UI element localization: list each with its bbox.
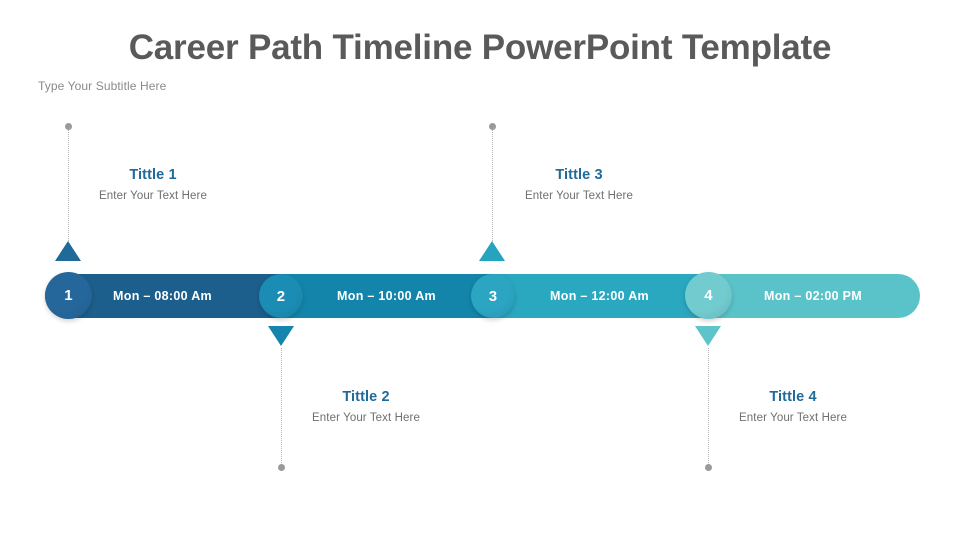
milestone-caption-2: Tittle 2 Enter Your Text Here — [286, 389, 446, 424]
milestone-title-2: Tittle 2 — [342, 389, 390, 405]
timeline-node-number-1: 1 — [64, 287, 73, 304]
timeline-segment-3[interactable]: Mon – 12:00 Am — [493, 274, 706, 318]
milestone-caption-4: Tittle 4 Enter Your Text Here — [713, 389, 873, 424]
timeline-node-number-3: 3 — [488, 287, 498, 305]
marker-triangle-down-2 — [268, 326, 294, 346]
milestone-caption-1: Tittle 1 Enter Your Text Here — [73, 167, 233, 202]
connector-line-1 — [68, 130, 69, 241]
connector-line-4 — [708, 348, 709, 465]
page-subtitle: Type Your Subtitle Here — [38, 79, 167, 93]
timeline-segment-4[interactable]: Mon – 02:00 PM — [706, 274, 920, 318]
milestone-text-4: Enter Your Text Here — [739, 412, 847, 424]
milestone-text-1: Enter Your Text Here — [99, 190, 207, 202]
connector-end-dot-3 — [489, 123, 496, 130]
page-title: Career Path Timeline PowerPoint Template — [128, 28, 832, 67]
milestone-text-2: Enter Your Text Here — [312, 412, 420, 424]
timeline-bar: Mon – 08:00 Am Mon – 10:00 Am Mon – 12:0… — [45, 274, 920, 318]
timeline-segment-2[interactable]: Mon – 10:00 Am — [280, 274, 493, 318]
timeline-segment-label-4: Mon – 02:00 PM — [764, 289, 862, 303]
connector-line-3 — [492, 130, 493, 241]
timeline-node-number-4: 4 — [704, 287, 713, 304]
marker-triangle-down-4 — [695, 326, 721, 346]
timeline-node-4[interactable]: 4 — [685, 272, 732, 319]
timeline-node-3[interactable]: 3 — [471, 274, 515, 318]
timeline-node-number-2: 2 — [276, 287, 286, 305]
milestone-caption-3: Tittle 3 Enter Your Text Here — [499, 167, 659, 202]
connector-line-2 — [281, 348, 282, 465]
milestone-title-3: Tittle 3 — [555, 167, 603, 183]
connector-end-dot-4 — [705, 464, 712, 471]
marker-triangle-up-1 — [55, 241, 81, 261]
timeline-node-1[interactable]: 1 — [45, 272, 92, 319]
timeline-node-2[interactable]: 2 — [259, 274, 303, 318]
timeline-segment-label-3: Mon – 12:00 Am — [550, 289, 649, 303]
marker-triangle-up-3 — [479, 241, 505, 261]
milestone-title-4: Tittle 4 — [769, 389, 817, 405]
milestone-title-1: Tittle 1 — [129, 167, 177, 183]
timeline-segment-label-2: Mon – 10:00 Am — [337, 289, 436, 303]
timeline-segment-label-1: Mon – 08:00 Am — [113, 289, 212, 303]
milestone-text-3: Enter Your Text Here — [525, 190, 633, 202]
connector-end-dot-2 — [278, 464, 285, 471]
connector-end-dot-1 — [65, 123, 72, 130]
